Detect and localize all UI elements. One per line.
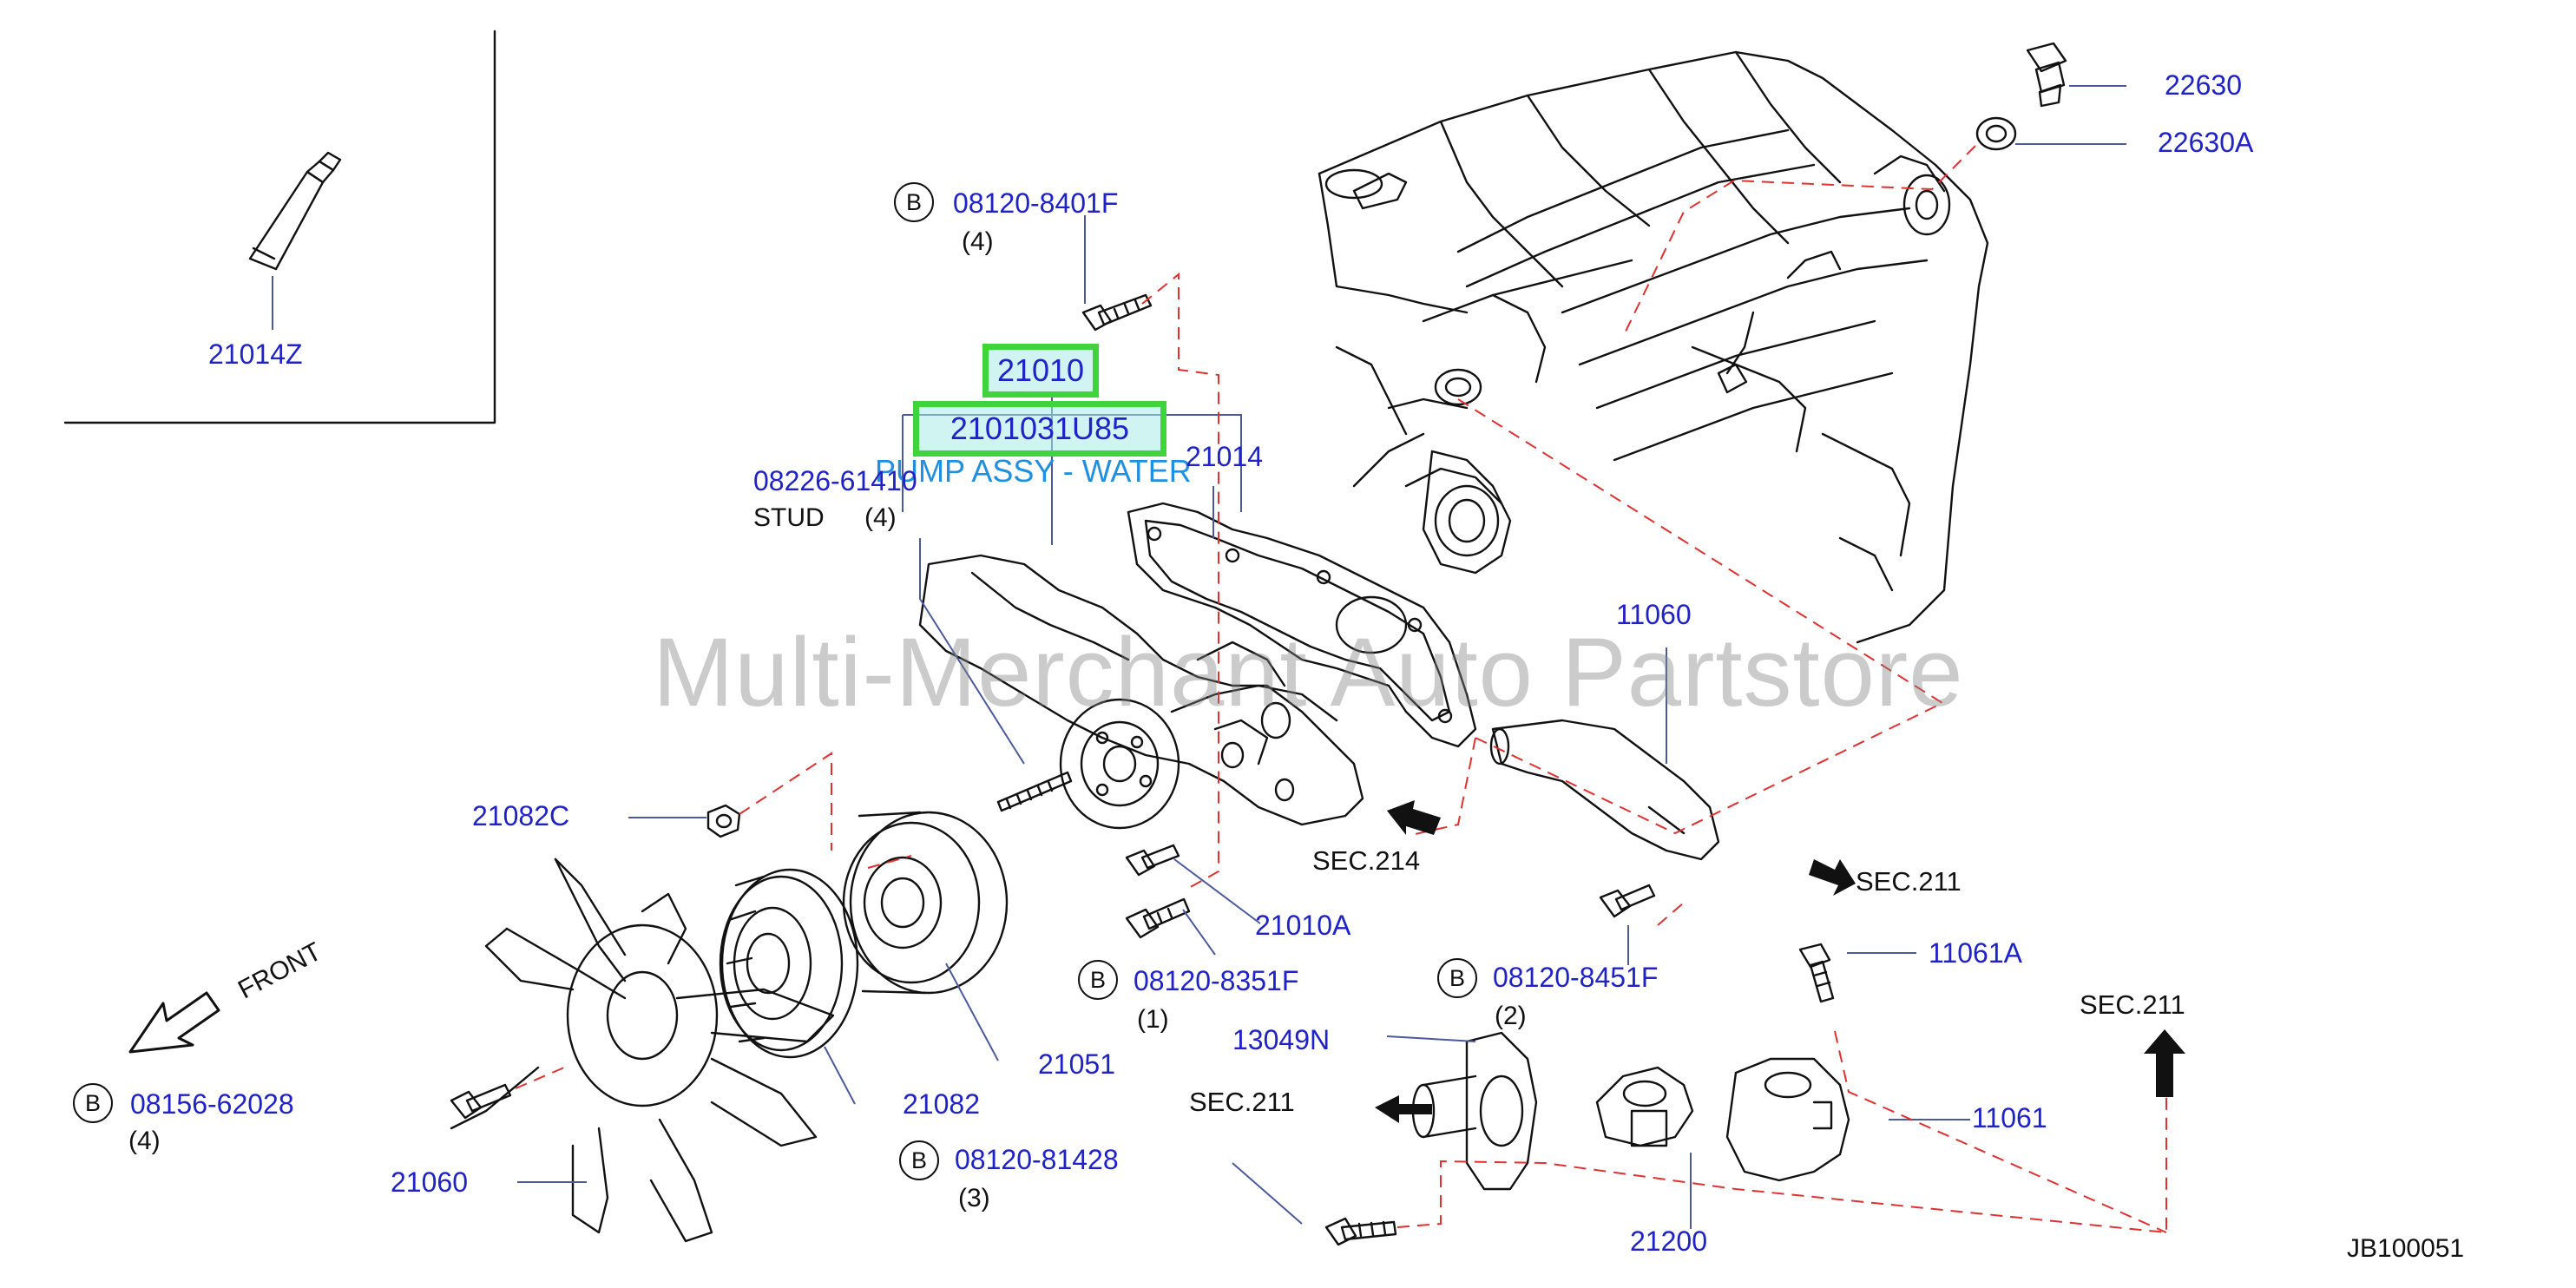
part-21051-link[interactable]: 21051 [1038, 1048, 1115, 1080]
part-13049N-link[interactable]: 13049N [1232, 1024, 1331, 1055]
part-21082C-link[interactable]: 21082C [472, 800, 570, 831]
part-21082-link[interactable]: 21082 [903, 1088, 980, 1120]
arrow-sec211-icon [1809, 859, 1856, 896]
part-11061-link[interactable]: 11061 [1972, 1102, 2047, 1134]
bolt-21010A-drawing [1125, 844, 1180, 877]
section-link-211[interactable]: SEC.211 [1189, 1087, 1295, 1117]
nut-21082C-drawing [706, 804, 741, 838]
qty-label: (4) [128, 1127, 161, 1155]
diagram-id: JB100051 [2347, 1234, 2465, 1263]
bolt-marker-badge: B [1437, 958, 1477, 998]
bolt-marker-badge: B [73, 1083, 113, 1123]
part-08120-8451F-link[interactable]: 08120-8451F [1493, 962, 1659, 993]
bolt-08120-8351F-drawing [1125, 897, 1191, 939]
thermostat-housing-drawing [1725, 1057, 1850, 1182]
part-08226-61410-link[interactable]: 08226-61410 [753, 465, 917, 496]
part-21014Z-link[interactable]: 21014Z [208, 338, 303, 370]
engine-block-drawing [1318, 50, 1989, 644]
qty-label: (2) [1495, 1002, 1527, 1030]
watermark: Multi-Merchant Auto Partstore [653, 618, 1964, 726]
fan-21060-drawing [450, 858, 835, 1243]
qty-label: (3) [958, 1184, 990, 1212]
thermostat-21200-drawing [1595, 1066, 1694, 1147]
bolt-08156-62028-drawing [450, 1083, 512, 1120]
bolt-marker-badge: B [894, 182, 934, 222]
part-22630-link[interactable]: 22630 [2165, 69, 2242, 101]
section-link-211[interactable]: SEC.211 [1856, 866, 1962, 897]
part-21060-link[interactable]: 21060 [391, 1166, 468, 1198]
part-21014-link[interactable]: 21014 [1186, 441, 1263, 472]
bolt-08120-81428-drawing [1324, 1217, 1397, 1246]
pulley-21051-drawing [842, 811, 1009, 995]
arrow-sec211-up-icon [2144, 1029, 2185, 1097]
fan-clutch-21082-drawing [719, 868, 859, 1059]
washer-22630A-drawing [1975, 116, 2017, 151]
part-11060-link[interactable]: 11060 [1616, 599, 1692, 630]
arrow-sec211-left-icon [1375, 1095, 1432, 1123]
part-11061A-link[interactable]: 11061A [1929, 937, 2022, 969]
bolt-08120-8401F-drawing [1081, 293, 1153, 332]
part-08156-62028-link[interactable]: 08156-62028 [130, 1088, 294, 1120]
part-08120-8401F-link[interactable]: 08120-8401F [953, 187, 1119, 219]
qty-label: (4) [962, 227, 994, 256]
stud-label: STUD [753, 503, 825, 532]
highlight-part-code[interactable]: 2101031U85 [913, 401, 1166, 457]
sealant-tube-icon [248, 151, 342, 271]
bolt-08120-8451F-drawing [1599, 884, 1656, 918]
sensor-22630-drawing [2026, 42, 2067, 108]
qty-label: (1) [1137, 1005, 1169, 1034]
part-description: PUMP ASSY - WATER [875, 453, 1192, 489]
qty-label: (4) [864, 503, 897, 532]
part-08120-81428-link[interactable]: 08120-81428 [955, 1144, 1119, 1175]
bolt-11061A-drawing [1798, 943, 1835, 1003]
bolt-marker-badge: B [899, 1140, 939, 1180]
part-21200-link[interactable]: 21200 [1630, 1226, 1707, 1257]
stud-drawing [996, 771, 1073, 812]
arrow-sec214-icon [1387, 800, 1441, 835]
front-arrow-icon [128, 991, 220, 1054]
part-08120-8351F-link[interactable]: 08120-8351F [1134, 965, 1299, 996]
part-22630A-link[interactable]: 22630A [2158, 127, 2254, 158]
highlight-part-21010[interactable]: 21010 [982, 344, 1099, 398]
inset-frame [63, 30, 496, 424]
bolt-marker-badge: B [1078, 960, 1118, 1000]
section-link-211[interactable]: SEC.211 [2080, 989, 2185, 1020]
water-pump-drawing [918, 554, 1364, 830]
water-inlet-11060-drawing [1489, 719, 1720, 861]
part-21010A-link[interactable]: 21010A [1255, 910, 1351, 941]
section-link-214[interactable]: SEC.214 [1312, 845, 1421, 876]
